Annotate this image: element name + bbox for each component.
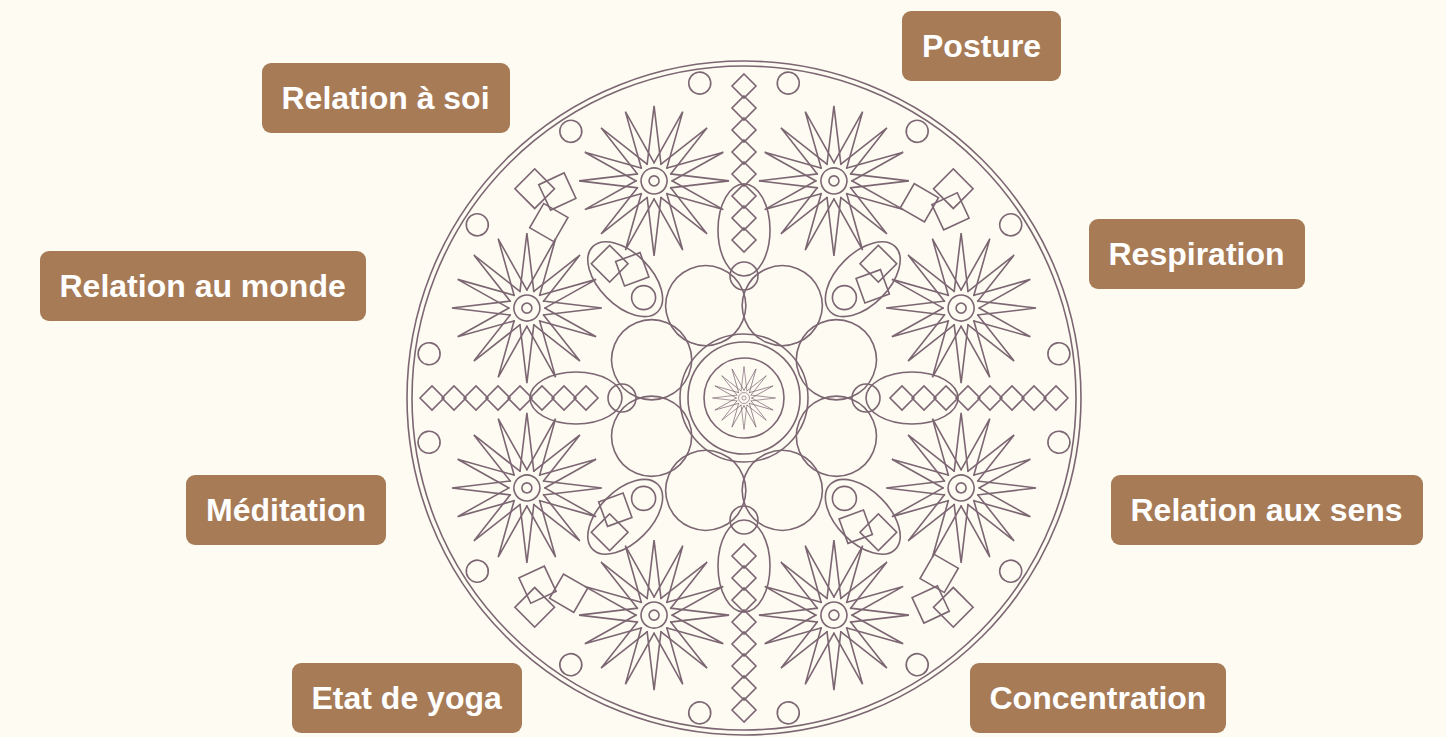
label-box: Concentration	[970, 663, 1227, 733]
label-box: Méditation	[186, 475, 386, 545]
label-box: Posture	[902, 11, 1061, 81]
label-box: Etat de yoga	[292, 663, 522, 733]
label-text: Respiration	[1109, 235, 1285, 273]
label-text: Concentration	[990, 679, 1207, 717]
label-text: Méditation	[206, 491, 366, 529]
label-box: Respiration	[1089, 219, 1305, 289]
label-text: Relation à soi	[282, 79, 490, 117]
label-box: Relation au monde	[40, 251, 366, 321]
label-box: Relation à soi	[262, 63, 510, 133]
label-text: Etat de yoga	[312, 679, 502, 717]
label-text: Posture	[922, 27, 1041, 65]
label-text: Relation au monde	[60, 267, 346, 305]
label-text: Relation aux sens	[1131, 491, 1403, 529]
label-box: Relation aux sens	[1111, 475, 1423, 545]
